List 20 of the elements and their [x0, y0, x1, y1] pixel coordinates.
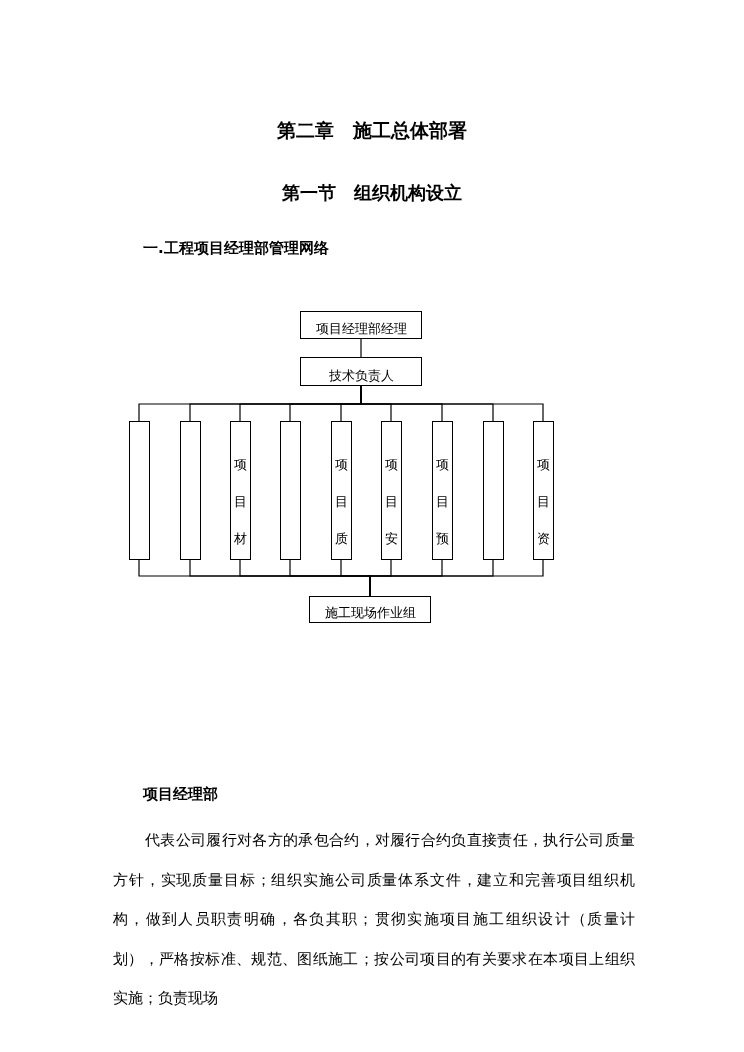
department-box — [482, 421, 504, 560]
department-box: 项目材 — [229, 421, 251, 560]
department-box — [128, 421, 150, 560]
connector-line — [360, 338, 362, 358]
position-box: 技术负责人 — [300, 357, 422, 386]
section-heading: 第一节 组织机构设立 — [281, 181, 463, 205]
chapter-title: 第二章 施工总体部署 — [276, 118, 468, 143]
department-box — [279, 421, 301, 560]
department-box: 项目资 — [532, 421, 554, 560]
paragraph-heading: 项目经理部 — [143, 785, 218, 804]
department-box: 项目安 — [380, 421, 402, 560]
connector-line — [369, 559, 544, 597]
subsection-heading: 一.工程项目经理部管理网络 — [143, 239, 329, 258]
connector-line — [360, 385, 544, 422]
position-box: 项目经理部经理 — [300, 311, 422, 339]
department-box — [179, 421, 201, 560]
department-box: 项目质 — [330, 421, 352, 560]
position-box: 施工现场作业组 — [309, 596, 431, 623]
body-paragraph: 代表公司履行对各方的承包合约，对履行合约负直接责任，执行公司质量方针，实现质量目标；组织实施公司质量体系文件，建立和完善项目组织机构，做到人员职责明确，各负其职；贯彻实施项目施工组织设计（质量计划），严格按标准、规范、图纸施工；按公司项目的有关要求在本项目上组织实施；负责现场 — [113, 830, 635, 1008]
department-box: 项目预 — [431, 421, 453, 560]
